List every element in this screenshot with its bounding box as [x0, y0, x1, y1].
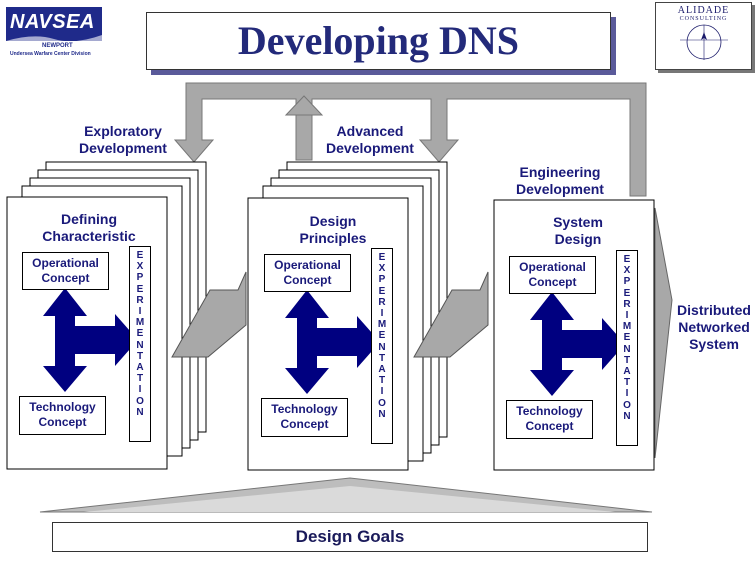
phase-2-heading: Design Principles: [299, 213, 367, 246]
experimentation-letter: X: [136, 261, 144, 273]
experimentation-letter: I: [380, 386, 384, 398]
operational-concept-text: Operational Concept: [32, 256, 99, 285]
phase-3-technology-concept: Technology Concept: [506, 400, 593, 439]
experimentation-letter: R: [136, 294, 144, 306]
transition-arrow-2: [413, 271, 489, 358]
technology-concept-text: Technology Concept: [29, 400, 96, 429]
experimentation-letter: N: [623, 410, 631, 422]
experimentation-letter: N: [136, 406, 144, 418]
experimentation-letter: N: [623, 343, 631, 355]
experimentation-letter: T: [378, 352, 386, 364]
page-title: Developing DNS: [146, 12, 611, 70]
transition-arrow-1: [171, 271, 247, 358]
experimentation-letter: E: [136, 328, 144, 340]
phase-2-concept-arrow: [285, 290, 380, 394]
experimentation-letter: M: [377, 319, 387, 331]
experimentation-letter: R: [623, 298, 631, 310]
experimentation-letter: O: [378, 397, 386, 409]
experimentation-letter: O: [136, 395, 144, 407]
experimentation-letter: A: [378, 364, 386, 376]
phase-1-operational-concept: Operational Concept: [22, 252, 109, 290]
experimentation-letter: T: [623, 354, 631, 366]
experimentation-letter: X: [623, 265, 631, 277]
experimentation-letter: E: [378, 285, 386, 297]
operational-concept-text: Operational Concept: [274, 258, 341, 287]
experimentation-letter: P: [623, 276, 631, 288]
experimentation-letter: I: [380, 308, 384, 320]
experimentation-letter: E: [623, 287, 631, 299]
experimentation-letter: E: [623, 254, 631, 265]
experimentation-letter: T: [136, 350, 144, 362]
experimentation-letter: X: [378, 263, 386, 275]
feedback-loop-arrow: [173, 82, 647, 197]
phase-2-label: Advanced Development: [326, 123, 414, 156]
output-wedge-arrow: [654, 207, 673, 459]
phase-3-concept-arrow: [530, 292, 625, 396]
experimentation-letter: A: [623, 366, 631, 378]
experimentation-letter: I: [625, 388, 629, 400]
technology-concept-text: Technology Concept: [516, 404, 583, 433]
experimentation-letter: P: [136, 272, 144, 284]
phase-2-technology-concept: Technology Concept: [261, 398, 348, 437]
phase-1-heading: Defining Characteristic: [42, 211, 136, 244]
phase-1-label: Exploratory Development: [79, 123, 167, 156]
experimentation-letter: R: [378, 296, 386, 308]
phase-2-operational-concept: Operational Concept: [264, 254, 351, 292]
alidade-logo: ALIDADE CONSULTING: [655, 2, 752, 70]
experimentation-letter: N: [378, 341, 386, 353]
experimentation-letter: E: [378, 330, 386, 342]
experimentation-letter: I: [138, 384, 142, 396]
experimentation-letter: I: [138, 306, 142, 318]
compass-icon: [679, 24, 728, 60]
phase-1-concept-arrow: [43, 288, 138, 392]
experimentation-letter: P: [378, 274, 386, 286]
phase-3-label: Engineering Development: [516, 164, 604, 197]
navsea-division: Undersea Warfare Center Division: [10, 51, 91, 57]
experimentation-letter: O: [623, 399, 631, 411]
experimentation-letter: A: [136, 362, 144, 374]
output-label: Distributed Networked System: [677, 302, 751, 352]
technology-concept-text: Technology Concept: [271, 402, 338, 431]
phase-3-operational-concept: Operational Concept: [509, 256, 596, 294]
experimentation-letter: N: [378, 408, 386, 420]
design-goals-bar: Design Goals: [52, 522, 648, 552]
experimentation-letter: E: [136, 250, 144, 261]
phase-3-heading: System Design: [553, 214, 603, 247]
experimentation-letter: N: [136, 339, 144, 351]
experimentation-letter: E: [623, 332, 631, 344]
alidade-sub: CONSULTING: [679, 16, 728, 22]
phase-1-technology-concept: Technology Concept: [19, 396, 106, 435]
experimentation-letter: T: [378, 375, 386, 387]
experimentation-letter: T: [136, 373, 144, 385]
experimentation-letter: I: [625, 310, 629, 322]
experimentation-letter: M: [622, 321, 632, 333]
navsea-wordmark: NAVSEA: [10, 11, 95, 33]
experimentation-letter: T: [623, 377, 631, 389]
experimentation-letter: E: [378, 252, 386, 263]
alidade-name: ALIDADE: [677, 5, 730, 16]
navsea-logo: NAVSEA NEWPORT Undersea Warfare Center D…: [4, 5, 104, 57]
experimentation-letter: E: [136, 283, 144, 295]
experimentation-letter: M: [135, 317, 145, 329]
navsea-sub: NEWPORT: [42, 43, 73, 49]
navsea-logo-graphic: [6, 7, 102, 42]
operational-concept-text: Operational Concept: [519, 260, 586, 289]
